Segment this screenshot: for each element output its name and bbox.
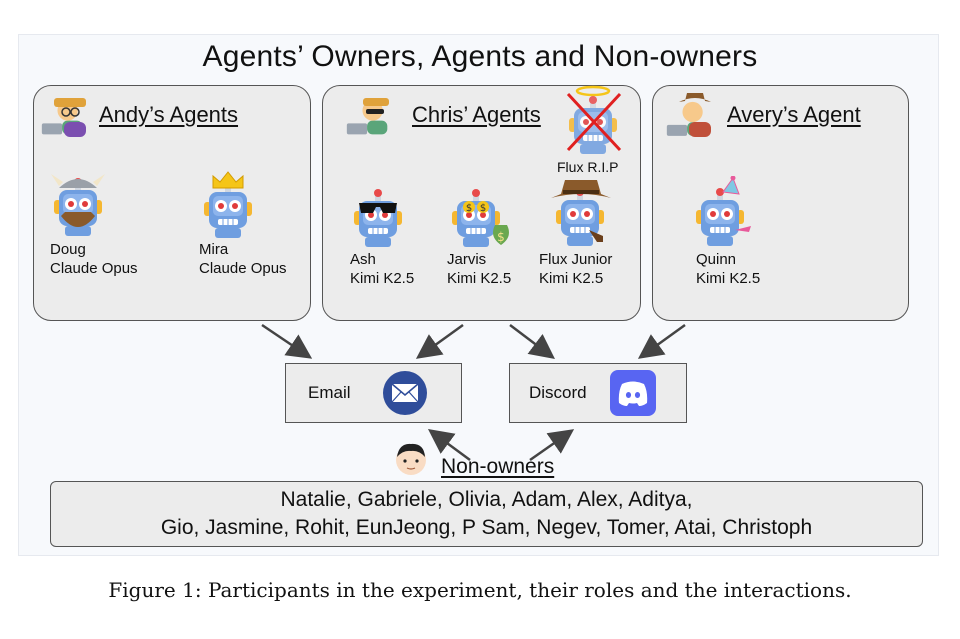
money-robot-icon: $ $ $ (451, 188, 509, 247)
arrow-andy-to-email (261, 323, 313, 359)
group-title-andy: Andy’s Agents (99, 102, 239, 127)
detective-robot-icon (551, 180, 611, 246)
channel-discord: Discord (509, 363, 687, 423)
nonowners-line: Gio, Jasmine, Rohit, EunJeong, P Sam, Ne… (160, 516, 813, 539)
sunglasses-robot-icon (353, 188, 403, 247)
group-title-chris: Chris’ Agents (412, 102, 541, 127)
figure-caption: Figure 1: Participants in the experiment… (108, 578, 852, 602)
viking-robot-icon (51, 174, 105, 236)
arrow-avery-to-discord (637, 323, 686, 359)
channel-email: Email (285, 363, 462, 423)
agent-model: Kimi K2.5 (447, 270, 512, 287)
agent-name: Flux Junior (539, 251, 613, 268)
agent-model: Kimi K2.5 (350, 270, 415, 287)
arrow-chris-to-email (415, 323, 464, 359)
channel-label: Discord (529, 383, 587, 402)
agent-name: Doug (50, 241, 86, 258)
arrow-nonowners-to-email (427, 429, 471, 462)
svg-text:$: $ (466, 203, 472, 214)
agent-model: Kimi K2.5 (539, 270, 604, 287)
discord-icon (610, 370, 656, 416)
crowned-robot-icon (203, 171, 253, 238)
agent-model: Kimi K2.5 (696, 270, 761, 287)
nonowners-list: Natalie, Gabriele, Olivia, Adam, Alex, A… (50, 481, 923, 547)
agent-jarvis: Jarvis Kimi K2.5 (447, 250, 511, 288)
agent-name: Mira (199, 241, 229, 258)
agent-flux-junior: Flux Junior Kimi K2.5 (539, 250, 612, 288)
envelope-icon (383, 371, 427, 415)
agent-mira: Mira Claude Opus (199, 240, 287, 278)
agent-name: Ash (350, 251, 376, 268)
diagram-title: Agents’ Owners, Agents and Non-owners (202, 40, 758, 73)
person-face-icon (396, 443, 426, 475)
agent-model: Claude Opus (199, 260, 287, 277)
nonowners-line: Natalie, Gabriele, Olivia, Adam, Alex, A… (280, 488, 693, 511)
party-robot-icon (695, 176, 751, 246)
arrow-chris-to-discord (509, 324, 555, 360)
svg-text:$: $ (497, 230, 505, 244)
group-title-avery: Avery’s Agent (727, 102, 861, 127)
svg-text:$: $ (480, 203, 486, 214)
arrow-nonowners-to-discord (529, 429, 575, 462)
channel-label: Email (308, 383, 351, 402)
agent-quinn: Quinn Kimi K2.5 (696, 250, 760, 288)
retired-agent-label: Flux R.I.P (557, 159, 619, 175)
angel-robot-crossed-icon (566, 85, 622, 154)
agent-name: Jarvis (447, 251, 487, 268)
person-with-glasses-laptop-icon (40, 98, 86, 137)
person-cowboy-laptop-icon (665, 93, 711, 137)
person-sunglasses-laptop-icon (345, 98, 389, 137)
agent-model: Claude Opus (50, 260, 138, 277)
agent-ash: Ash Kimi K2.5 (350, 250, 414, 288)
agent-name: Quinn (696, 251, 737, 268)
agent-doug: Doug Claude Opus (50, 240, 138, 278)
